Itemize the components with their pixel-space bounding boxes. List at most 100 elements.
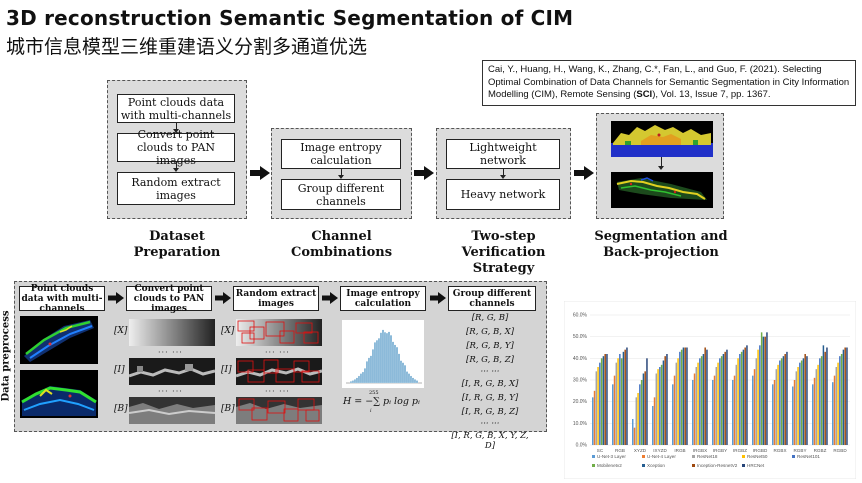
arrow-down-icon: [500, 175, 506, 179]
chart-bar: [752, 375, 754, 445]
chart-bar: [684, 347, 686, 445]
chart-bar: [795, 371, 798, 445]
chart-bar: [675, 362, 678, 445]
connector: [661, 157, 662, 167]
chart-bar: [833, 375, 836, 445]
channel-label-x: [X]: [114, 326, 128, 336]
y-tick-label: 50.0%: [573, 334, 588, 340]
citation-text-post: ), Vol. 13, Issue 7, pp. 1367.: [652, 89, 771, 100]
histogram-bar: [385, 332, 389, 384]
x-tick-label: IRGBX: [693, 448, 707, 453]
chart-bar: [640, 380, 643, 445]
chart-bar: [772, 384, 774, 445]
chart-bar: [600, 358, 603, 445]
right-arrow-icon: [215, 292, 231, 304]
group-item: [R, G, B, Z]: [466, 355, 514, 365]
x-tick-label: RGBD: [833, 448, 847, 453]
chart-bar: [837, 362, 839, 445]
x-tick-label: IRGBZ: [733, 448, 747, 453]
legend-swatch: [692, 455, 695, 458]
histogram-bar: [359, 373, 363, 384]
group-item: [I, R, G, B, X]: [461, 379, 519, 389]
chart-bar: [733, 375, 736, 445]
chart-bar: [679, 351, 681, 445]
title-english: 3D reconstruction Semantic Segmentation …: [6, 6, 574, 30]
group-item: [I, R, G, B, Y]: [461, 393, 519, 403]
chart-bar: [813, 377, 816, 445]
chart-bar: [826, 347, 828, 445]
chart-bar: [657, 369, 659, 445]
title-chinese: 城市信息模型三维重建语义分割多通道优选: [6, 36, 368, 58]
pan-image-x: [129, 319, 215, 346]
histogram-bar: [361, 371, 365, 384]
chart-bar: [779, 360, 781, 445]
histogram-bar: [381, 329, 385, 384]
legend-label: ResNet101: [797, 454, 820, 459]
chart-bar: [695, 367, 698, 445]
x-tick-label: IRGBD: [753, 448, 768, 453]
stage-label-dataset: Dataset Preparation: [133, 229, 221, 260]
chart-bar: [719, 358, 721, 445]
pan-image-b: [129, 397, 215, 424]
chart-bar: [644, 371, 646, 445]
chart-bar: [652, 406, 654, 445]
chart-bar: [806, 356, 808, 445]
group-item: [I, R, G, B, Z]: [461, 407, 519, 417]
chart-bar: [686, 347, 688, 445]
legend-label: HRCNet: [747, 463, 765, 468]
citation-text-pre: Cai, Y., Huang, H., Wang, K., Zhang, C.*…: [488, 64, 850, 100]
connector: [176, 162, 177, 168]
histogram-bar: [413, 379, 417, 384]
chart-bar: [677, 358, 679, 445]
chart-bar: [804, 354, 806, 445]
chart-bar: [615, 362, 618, 445]
point-cloud-image-2: [20, 370, 98, 418]
formula-lower-index: i: [370, 408, 372, 414]
box-image-entropy: Image entropy calculation: [281, 139, 401, 169]
chart-bar: [742, 349, 745, 445]
chart-bar: [666, 354, 668, 445]
chart-bar: [740, 351, 743, 445]
chart-bar: [802, 358, 805, 445]
legend-label: Xception: [647, 463, 665, 468]
chart-bar: [766, 332, 768, 445]
chart-bar: [840, 354, 843, 445]
chart-bar: [635, 397, 638, 445]
chart-bar: [712, 380, 714, 445]
chart-bar: [799, 362, 801, 445]
chart-bar: [835, 367, 838, 445]
chart-bar: [800, 360, 803, 445]
legend-swatch: [592, 464, 595, 467]
group-ellipsis: ··· ···: [480, 367, 500, 377]
histogram-bar: [411, 377, 415, 384]
chart-bar: [846, 347, 848, 445]
legend-swatch: [642, 455, 645, 458]
chart-bar: [655, 373, 658, 445]
chart-bar: [682, 347, 685, 445]
arrow-down-icon: [338, 175, 344, 179]
group-item: [I, R, G, B, X, Y, Z, D]: [451, 431, 529, 451]
arrow-down-icon: [173, 129, 179, 133]
arrow-down-icon: [658, 166, 664, 170]
header-entropy: Image entropy calculation: [340, 286, 426, 311]
y-tick-label: 0.0%: [576, 443, 588, 449]
legend-swatch: [642, 464, 645, 467]
box-group-channels: Group different channels: [281, 179, 401, 210]
chart-bar: [815, 369, 818, 445]
right-arrow-icon: [108, 292, 124, 304]
channel-label-x: [X]: [221, 326, 235, 336]
legend-label: ResNet18: [697, 454, 718, 459]
chart-bar: [659, 367, 661, 445]
chart-bar: [617, 358, 619, 445]
chart-bar: [672, 384, 674, 445]
chart-bar: [639, 384, 641, 445]
chart-bar: [820, 356, 823, 445]
chart-bar: [602, 356, 605, 445]
box-convert-pan: Convert point clouds to PAN images: [117, 128, 235, 167]
header-random-extract: Random extract images: [233, 286, 319, 311]
y-tick-label: 30.0%: [573, 378, 588, 384]
histogram-bar: [355, 377, 359, 384]
histogram-bar: [363, 368, 367, 384]
histogram-bar: [351, 380, 355, 384]
histogram-bar: [389, 335, 393, 384]
